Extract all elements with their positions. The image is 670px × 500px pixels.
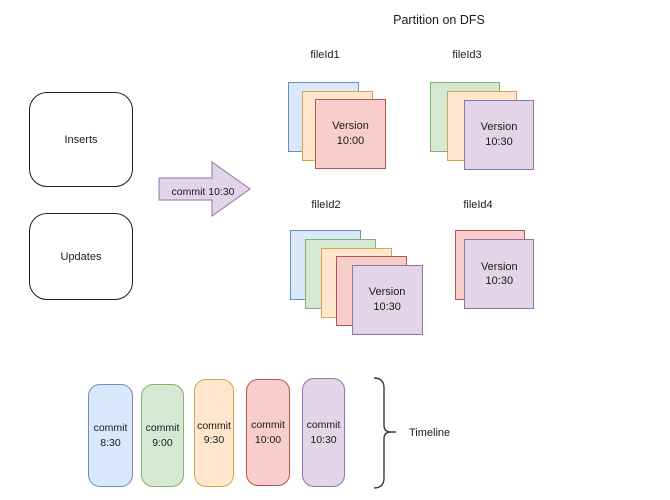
commit-arrow-icon bbox=[158, 161, 251, 217]
commit-time: 9:00 bbox=[152, 436, 173, 449]
timeline-commit-9-00: commit 9:00 bbox=[141, 384, 184, 487]
commit-time: 9:30 bbox=[203, 434, 225, 446]
commit-time: 8:30 bbox=[100, 436, 121, 449]
file-label-fileid3: fileId3 bbox=[452, 49, 482, 61]
timeline-commit-10-00: commit 10:00 bbox=[246, 379, 290, 486]
timeline-commit-8-30: commit 8:30 bbox=[88, 384, 133, 487]
timeline-commit-9-30: commit 9:30 bbox=[194, 379, 234, 487]
commit-time: 10:30 bbox=[310, 433, 337, 446]
commit-arrow-label: commit 10:30 bbox=[171, 186, 235, 198]
inserts-label: Inserts bbox=[64, 133, 98, 146]
file-label-fileid4: fileId4 bbox=[463, 199, 493, 211]
commit-arrow-polygon bbox=[158, 161, 251, 217]
timeline-label: Timeline bbox=[409, 427, 451, 439]
commit-word: commit bbox=[93, 422, 128, 435]
partition-title: Partition on DFS bbox=[393, 13, 485, 27]
commit-time: 10:00 bbox=[254, 433, 282, 446]
file-label-fileid1: fileId1 bbox=[310, 49, 340, 61]
timeline-commit-10-30: commit 10:30 bbox=[302, 378, 345, 487]
updates-box: Updates bbox=[29, 213, 133, 300]
commit-word: commit bbox=[197, 419, 231, 432]
inserts-box: Inserts bbox=[29, 92, 133, 187]
commit-word: commit bbox=[145, 422, 180, 435]
commit-word: commit bbox=[306, 419, 341, 432]
brace-icon bbox=[373, 377, 396, 489]
file-label-fileid2: fileId2 bbox=[311, 199, 341, 211]
updates-label: Updates bbox=[60, 250, 102, 263]
commit-word: commit bbox=[251, 419, 285, 432]
